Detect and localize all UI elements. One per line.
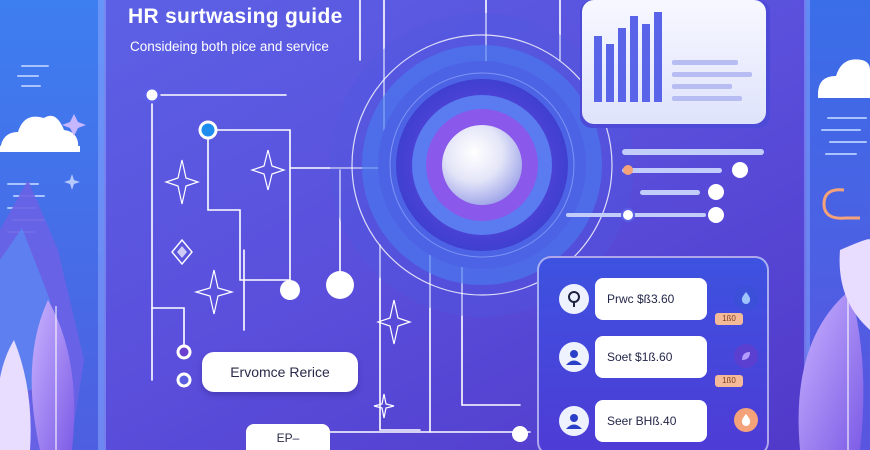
right-leaf-icon (798, 239, 870, 450)
list-item[interactable]: Prwc $ß3.60 (549, 278, 758, 320)
service-label: Soet $1ß.60 (607, 350, 673, 364)
chart-bar (630, 16, 638, 102)
node-dots (143, 86, 528, 442)
sparkle-icon (376, 299, 412, 345)
user-icon (559, 406, 589, 436)
chart-bar (594, 36, 602, 102)
slider-knob (708, 184, 724, 200)
price-label: Prwc $ß3.60 (607, 292, 675, 306)
diamond-icon (177, 246, 187, 258)
slider-track (622, 149, 764, 155)
sparkle-icon (164, 159, 200, 205)
text-line (672, 84, 732, 89)
sparkle-icon (373, 393, 395, 419)
node-dot (198, 120, 218, 140)
list-item[interactable]: Soet $1ß.60 (549, 336, 758, 378)
service-tag: 1ß0 (715, 375, 743, 387)
drop-icon (734, 408, 758, 432)
offer-label: Seer BHß.40 (607, 414, 677, 428)
slider-track (566, 213, 706, 217)
left-panel-edge (98, 0, 106, 450)
sparkle-icon (62, 114, 86, 136)
sparkle-icon (250, 149, 286, 191)
slider-knob (732, 162, 748, 178)
text-line (672, 60, 738, 65)
price-box: Prwc $ß3.60 (595, 278, 707, 320)
secondary-button[interactable]: EP– (246, 424, 330, 450)
chart-bar (642, 24, 650, 102)
provider-list-panel: Prwc $ß3.60 1ß0 Soet $1ß.60 1ß0 Seer BHß… (537, 256, 769, 450)
chart-bar (618, 28, 626, 102)
compare-button[interactable]: Ervomce Rerice (202, 352, 358, 392)
user-icon (559, 342, 589, 372)
list-item[interactable]: Seer BHß.40 (549, 400, 758, 442)
chart-bar (654, 12, 662, 102)
right-panel-edge (804, 0, 810, 450)
location-pin-icon (559, 284, 589, 314)
text-line (672, 72, 752, 77)
page-title: HR surtwasing guide (128, 5, 343, 28)
left-cloud-icon (0, 115, 80, 152)
node-dot (143, 86, 161, 104)
chart-text-lines (672, 60, 752, 101)
bar-chart-card (580, 0, 770, 128)
node-dot (176, 372, 192, 388)
offer-box: Seer BHß.40 (595, 400, 707, 442)
node-dot (280, 280, 300, 300)
leaf-icon (734, 344, 758, 368)
diamond-icon (171, 238, 193, 266)
node-dot (326, 271, 354, 299)
slider-track (622, 168, 722, 173)
node-dot (512, 426, 528, 442)
slider-group (566, 149, 764, 223)
page-subtitle: Consideing both pice and service (130, 39, 329, 54)
slider-track (640, 190, 700, 195)
slider-thumb (623, 165, 633, 175)
node-dot (176, 344, 192, 360)
chart-bar (606, 44, 614, 102)
text-line (672, 96, 742, 101)
central-orb (330, 13, 634, 317)
slider-thumb (621, 208, 635, 222)
sparkle-icon (64, 174, 80, 190)
compare-button-label: Ervomce Rerice (230, 364, 330, 380)
drop-icon (734, 286, 758, 310)
slider-knob (708, 207, 724, 223)
service-box: Soet $1ß.60 (595, 336, 707, 378)
right-cloud-icon (818, 59, 870, 98)
secondary-button-label: EP– (276, 431, 300, 445)
chart-bars (594, 12, 662, 102)
price-tag: 1ß0 (715, 313, 743, 325)
right-swirl-icon (822, 188, 860, 220)
right-dashes (821, 117, 867, 155)
sparkle-icon (193, 269, 235, 315)
left-leaf-icon (0, 300, 75, 450)
